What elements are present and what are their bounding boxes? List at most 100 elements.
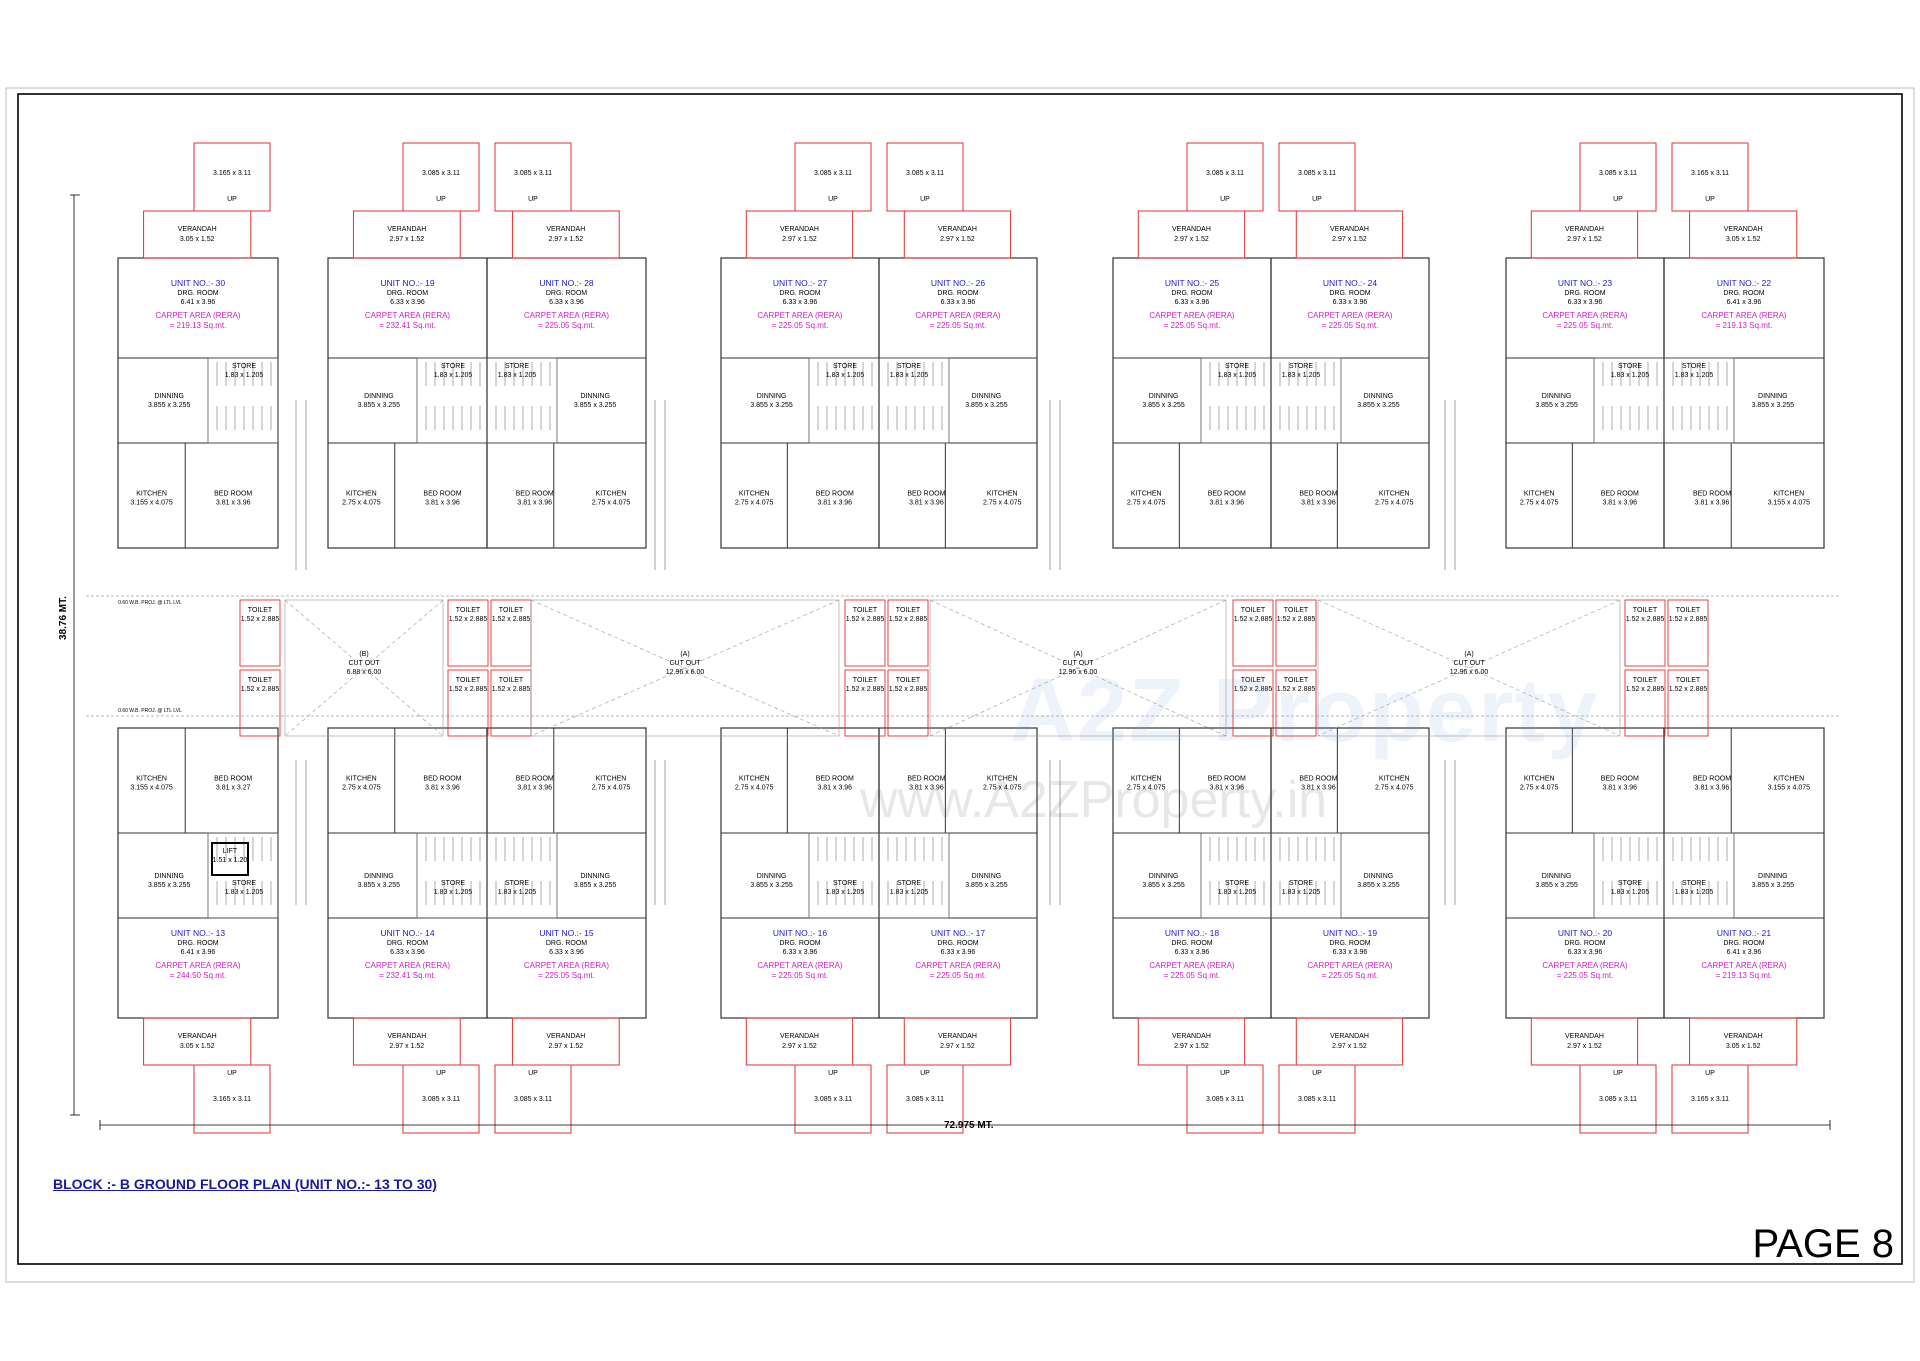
bedroom-label: BED ROOM <box>1693 491 1731 498</box>
porch-size: 3.085 x 3.11 <box>814 170 852 177</box>
kitchen-size: 2.75 x 4.075 <box>1520 500 1559 507</box>
toilet-label: TOILET <box>499 677 524 684</box>
carpet-area-label: CARPET AREA (RERA) <box>757 311 843 320</box>
wb-projection-label: 0.60 W.B. PROJ. @ LTL LVL <box>118 600 182 606</box>
staircase <box>1270 357 1342 444</box>
toilet-outline <box>1232 599 1274 667</box>
carpet-area-label: CARPET AREA (RERA) <box>365 311 451 320</box>
toilet-label: TOILET <box>456 677 481 684</box>
bedroom-size: 3.81 x 3.96 <box>517 500 552 507</box>
lift-label: LIFT <box>223 848 238 855</box>
porch-size: 3.165 x 3.11 <box>213 170 251 177</box>
cutout-outline <box>929 599 1227 737</box>
verandah-size: 2.97 x 1.52 <box>1174 236 1209 243</box>
verandah-size: 3.05 x 1.52 <box>180 236 215 243</box>
verandah-outline <box>1137 210 1246 259</box>
verandah-size: 2.97 x 1.52 <box>782 1043 817 1050</box>
drg-room-size: 6.33 x 3.96 <box>1175 949 1210 956</box>
verandah-label: VERANDAH <box>387 226 426 233</box>
kitchen-size: 2.75 x 4.075 <box>983 785 1022 792</box>
store-label: STORE <box>1618 880 1642 887</box>
verandah-size: 3.05 x 1.52 <box>1726 1043 1761 1050</box>
bedroom-size: 3.81 x 3.96 <box>817 500 852 507</box>
cutout-size: 12.96 x 6.00 <box>1059 669 1098 676</box>
verandah-outline <box>745 210 854 259</box>
unit-number: UNIT NO.:- 19 <box>380 278 434 288</box>
unit-number: UNIT NO.:- 23 <box>1558 278 1612 288</box>
store-size: 1.83 x 1.205 <box>890 372 929 379</box>
verandah-label: VERANDAH <box>1565 1033 1604 1040</box>
store-size: 1.83 x 1.205 <box>225 372 264 379</box>
bedroom-label: BED ROOM <box>423 776 461 783</box>
drg-room-size: 6.33 x 3.96 <box>1175 299 1210 306</box>
drg-room-size: 6.33 x 3.96 <box>783 949 818 956</box>
dinning-size: 3.855 x 3.255 <box>358 882 401 889</box>
cutout-diagonal <box>530 599 840 737</box>
bedroom-size: 3.81 x 3.96 <box>1301 785 1336 792</box>
toilet-outline <box>1275 669 1317 737</box>
porch-outline <box>193 1064 271 1134</box>
carpet-area-value: = 225.05 Sq.mt. <box>772 971 829 980</box>
porch-size: 3.085 x 3.11 <box>1206 1096 1244 1103</box>
toilet-outline <box>239 669 281 737</box>
unit-number: UNIT NO.:- 13 <box>171 928 225 938</box>
bedroom-label: BED ROOM <box>907 491 945 498</box>
drg-room-size: 6.33 x 3.96 <box>1568 299 1603 306</box>
verandah-outline <box>745 1017 854 1066</box>
toilet-label: TOILET <box>456 607 481 614</box>
bedroom-size: 3.81 x 3.96 <box>1602 785 1637 792</box>
carpet-area-label: CARPET AREA (RERA) <box>1307 311 1393 320</box>
verandah-outline <box>1689 1017 1798 1066</box>
drg-room-label: DRG. ROOM <box>779 940 820 947</box>
porch-outline <box>1278 142 1356 212</box>
carpet-area-label: CARPET AREA (RERA) <box>1542 311 1628 320</box>
dinning-label: DINNING <box>154 393 184 400</box>
toilet-outline <box>887 669 929 737</box>
sheet-inner-border <box>17 93 1903 1265</box>
store-label: STORE <box>1289 880 1313 887</box>
unit-number: UNIT NO.:- 21 <box>1717 928 1771 938</box>
dinning-label: DINNING <box>1542 873 1572 880</box>
carpet-area-label: CARPET AREA (RERA) <box>1149 311 1235 320</box>
dinning-size: 3.855 x 3.255 <box>574 882 617 889</box>
store-label: STORE <box>232 880 256 887</box>
toilet-size: 1.52 x 2.885 <box>492 686 531 693</box>
porch-size: 3.085 x 3.11 <box>906 1096 944 1103</box>
store-label: STORE <box>232 363 256 370</box>
toilet-label: TOILET <box>248 677 273 684</box>
verandah-size: 2.97 x 1.52 <box>782 236 817 243</box>
porch-outline <box>794 142 872 212</box>
kitchen-label: KITCHEN <box>1524 776 1555 783</box>
cutout-outline <box>1317 599 1621 737</box>
drg-room-label: DRG. ROOM <box>937 940 978 947</box>
dinning-size: 3.855 x 3.255 <box>1535 882 1578 889</box>
cutout-tag: (A) <box>1073 651 1082 658</box>
dinning-label: DINNING <box>972 873 1002 880</box>
porch-stair-up: UP <box>828 1070 838 1077</box>
dinning-size: 3.855 x 3.255 <box>750 402 793 409</box>
store-size: 1.83 x 1.205 <box>225 889 264 896</box>
store-size: 1.83 x 1.205 <box>826 889 865 896</box>
cutout-diagonal <box>1317 599 1621 737</box>
verandah-label: VERANDAH <box>1330 226 1369 233</box>
store-label: STORE <box>505 363 529 370</box>
toilet-size: 1.52 x 2.885 <box>1277 686 1316 693</box>
porch-outline <box>494 142 572 212</box>
verandah-size: 2.97 x 1.52 <box>1332 1043 1367 1050</box>
cutout-size: 12.96 x 6.00 <box>1450 669 1489 676</box>
porch-size: 3.085 x 3.11 <box>1206 170 1244 177</box>
bedroom-label: BED ROOM <box>214 491 252 498</box>
toilet-outline <box>887 599 929 667</box>
verandah-size: 2.97 x 1.52 <box>390 236 425 243</box>
kitchen-size: 3.155 x 4.075 <box>1768 500 1811 507</box>
carpet-area-label: CARPET AREA (RERA) <box>915 961 1001 970</box>
bedroom-label: BED ROOM <box>516 776 554 783</box>
porch-size: 3.085 x 3.11 <box>422 1096 460 1103</box>
dinning-size: 3.855 x 3.255 <box>574 402 617 409</box>
toilet-size: 1.52 x 2.885 <box>1669 686 1708 693</box>
kitchen-label: KITCHEN <box>1379 491 1410 498</box>
verandah-size: 2.97 x 1.52 <box>549 1043 584 1050</box>
kitchen-label: KITCHEN <box>1773 491 1804 498</box>
staircase <box>1593 832 1665 919</box>
dinning-size: 3.855 x 3.255 <box>1752 882 1795 889</box>
